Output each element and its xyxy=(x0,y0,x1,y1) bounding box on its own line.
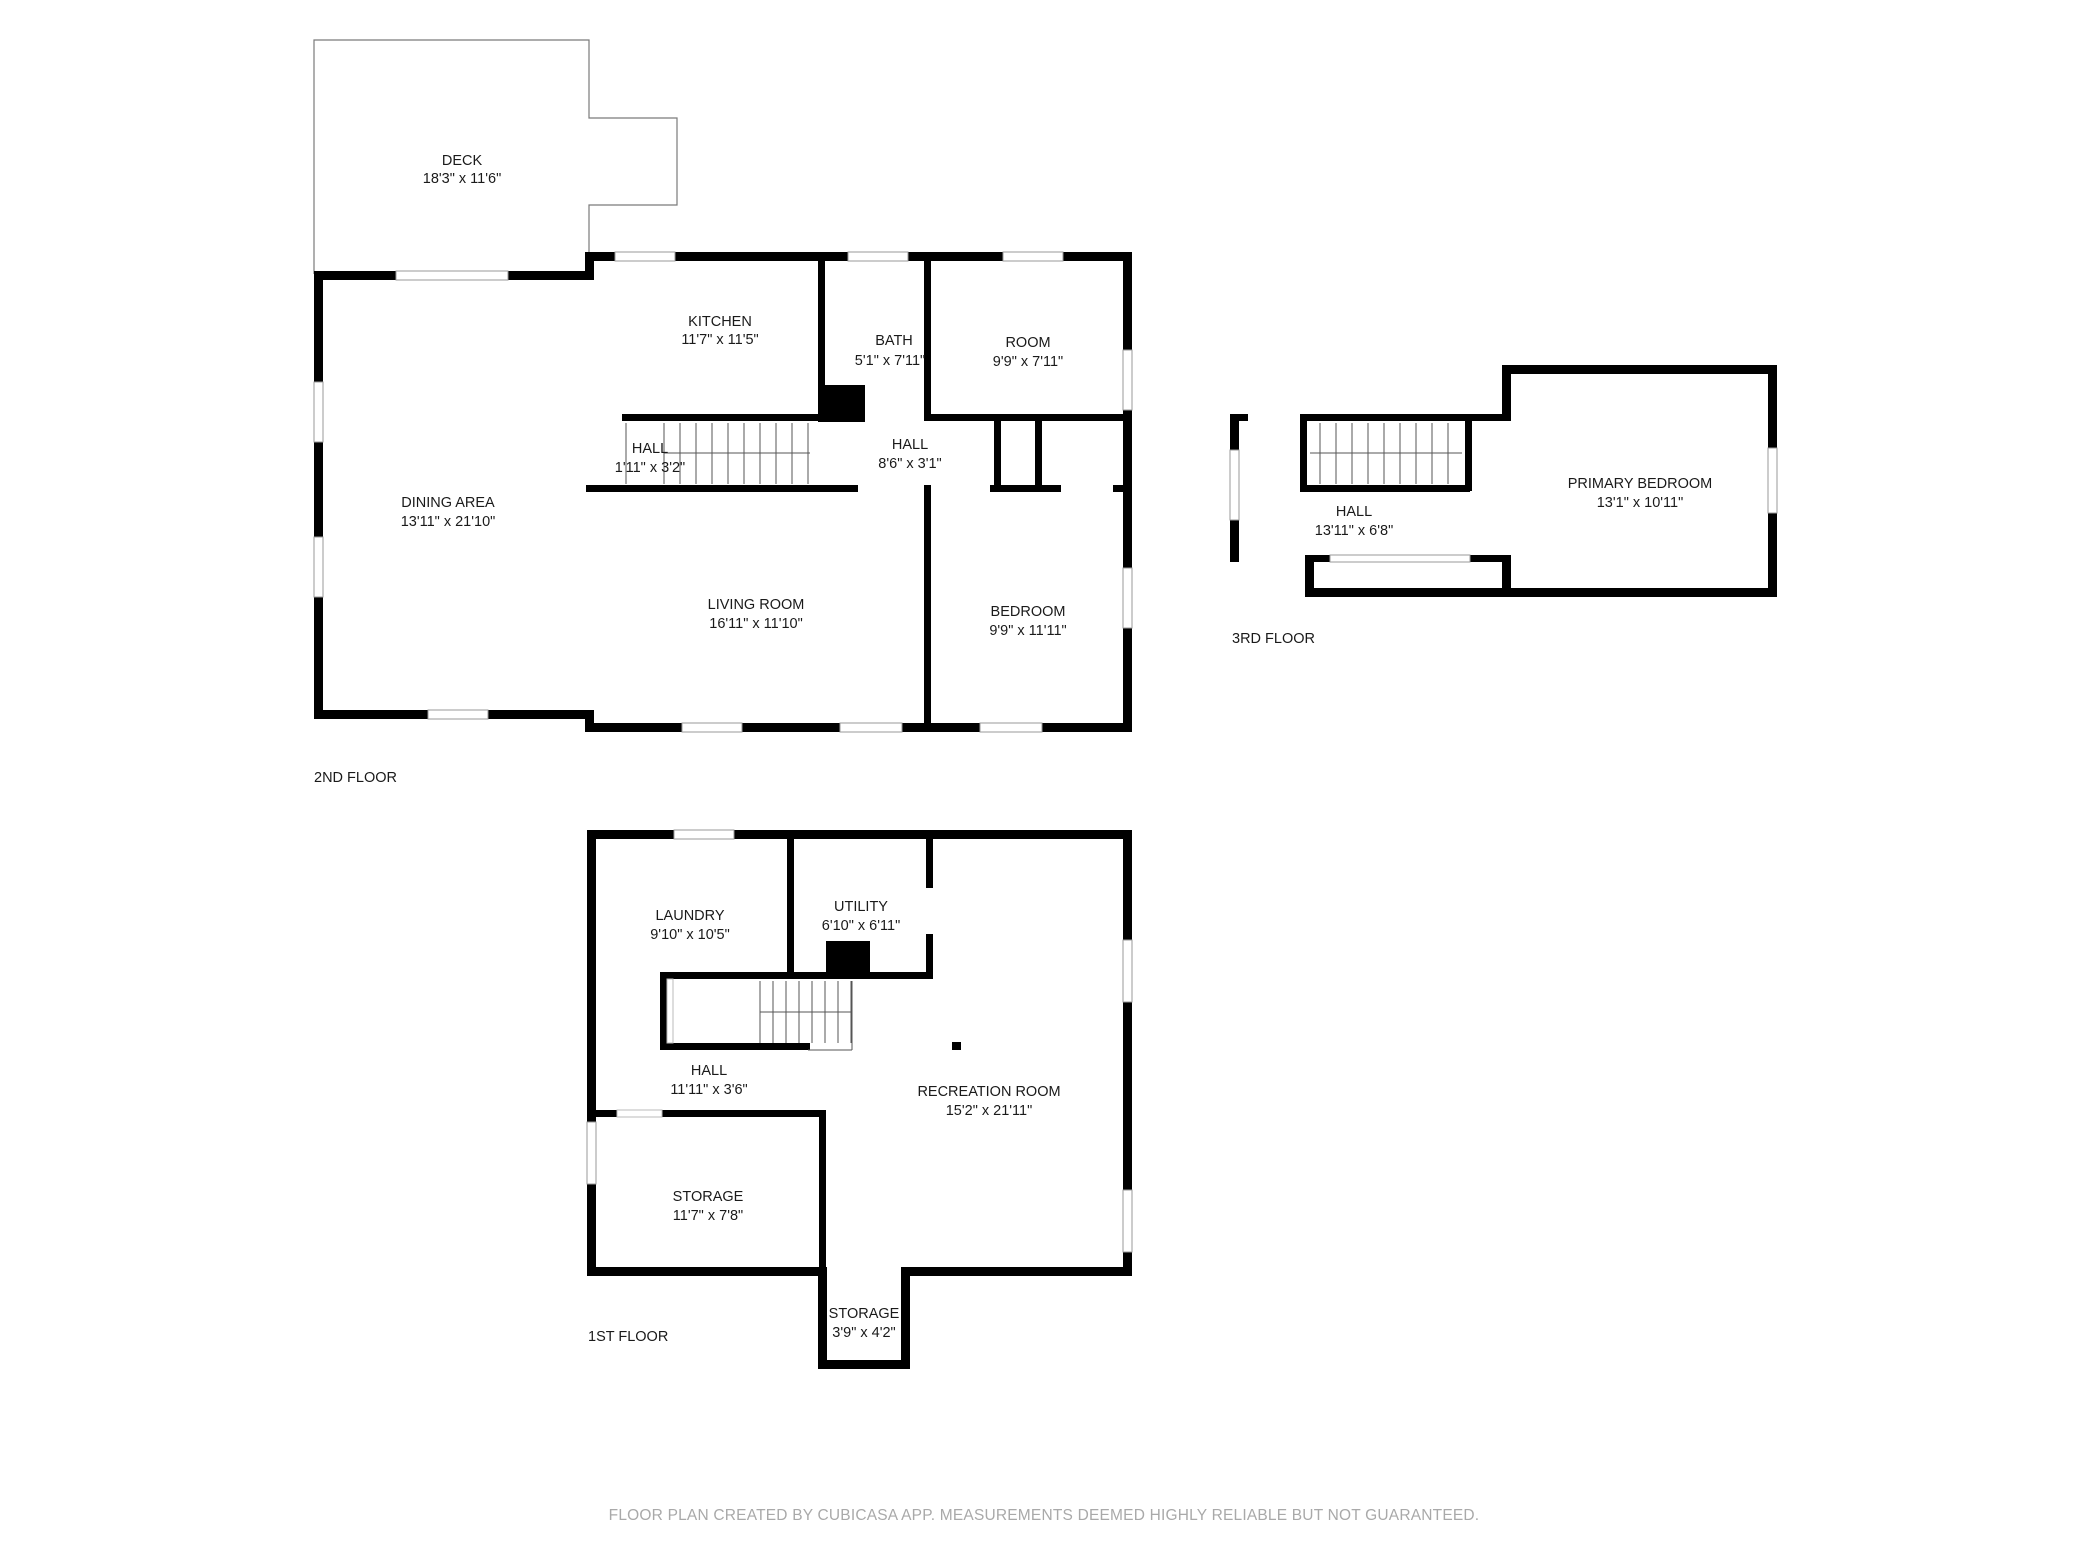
second-floor-label: 2ND FLOOR xyxy=(314,770,397,786)
second-floor-windows xyxy=(313,251,1133,733)
storage-b-label: STORAGE xyxy=(829,1306,900,1322)
living-label: LIVING ROOM xyxy=(708,597,805,613)
utility-label: UTILITY xyxy=(834,899,888,915)
bath-label: BATH xyxy=(875,333,913,349)
footer-disclaimer: FLOOR PLAN CREATED BY CUBICASA APP. MEAS… xyxy=(609,1507,1480,1524)
living-dim: 16'11" x 11'10" xyxy=(709,616,803,632)
laundry-label: LAUNDRY xyxy=(655,908,724,924)
hall-third-dim: 13'11" x 6'8" xyxy=(1315,523,1393,539)
storage-a-dim: 11'7" x 7'8" xyxy=(673,1208,743,1224)
dining-label: DINING AREA xyxy=(401,495,495,511)
laundry-dim: 9'10" x 10'5" xyxy=(650,927,730,943)
room-label: ROOM xyxy=(1005,335,1050,351)
third-floor-plan: HALL 13'11" x 6'8" PRIMARY BEDROOM 13'1"… xyxy=(1229,365,1778,647)
hall-first-dim: 11'11" x 3'6" xyxy=(670,1082,747,1098)
recreation-dim: 15'2" x 21'11" xyxy=(946,1103,1033,1119)
primary-bedroom-dim: 13'1" x 10'11" xyxy=(1597,495,1684,511)
kitchen-label: KITCHEN xyxy=(688,314,752,330)
kitchen-dim: 11'7" x 11'5" xyxy=(681,332,758,348)
hall-small-dim: 1'11" x 3'2" xyxy=(615,460,685,476)
bath-dim: 5'1" x 7'11" xyxy=(855,353,925,369)
room-dim: 9'9" x 7'11" xyxy=(993,354,1063,370)
second-floor-stairs xyxy=(625,423,810,484)
second-floor-plan: DECK 18'3" x 11'6" KITCHEN 11'7" x 11'5"… xyxy=(313,39,1133,786)
hall-second-dim: 8'6" x 3'1" xyxy=(878,456,941,472)
hall-second-label: HALL xyxy=(892,437,928,453)
first-floor-label: 1ST FLOOR xyxy=(588,1329,668,1345)
third-floor-label: 3RD FLOOR xyxy=(1232,631,1315,647)
deck-dim: 18'3" x 11'6" xyxy=(423,171,501,187)
first-floor-walls xyxy=(587,830,1132,1369)
third-floor-windows xyxy=(1229,414,1778,563)
primary-bedroom-label: PRIMARY BEDROOM xyxy=(1568,476,1713,492)
bedroom-label: BEDROOM xyxy=(991,604,1066,620)
utility-dim: 6'10" x 6'11" xyxy=(822,918,900,934)
deck-outline xyxy=(313,39,678,274)
bedroom-dim: 9'9" x 11'11" xyxy=(989,623,1066,639)
third-floor-stairs xyxy=(1310,423,1462,484)
hall-small-label: HALL xyxy=(632,441,668,457)
hall-third-label: HALL xyxy=(1336,504,1372,520)
storage-b-dim: 3'9" x 4'2" xyxy=(832,1325,895,1341)
first-floor-windows xyxy=(586,829,1133,1253)
deck-label: DECK xyxy=(442,153,483,169)
recreation-label: RECREATION ROOM xyxy=(917,1084,1060,1100)
first-floor-stairs xyxy=(759,981,853,1051)
hall-first-label: HALL xyxy=(691,1063,727,1079)
first-floor-plan: LAUNDRY 9'10" x 10'5" UTILITY 6'10" x 6'… xyxy=(586,829,1133,1369)
storage-a-label: STORAGE xyxy=(673,1189,744,1205)
dining-dim: 13'11" x 21'10" xyxy=(401,514,496,530)
